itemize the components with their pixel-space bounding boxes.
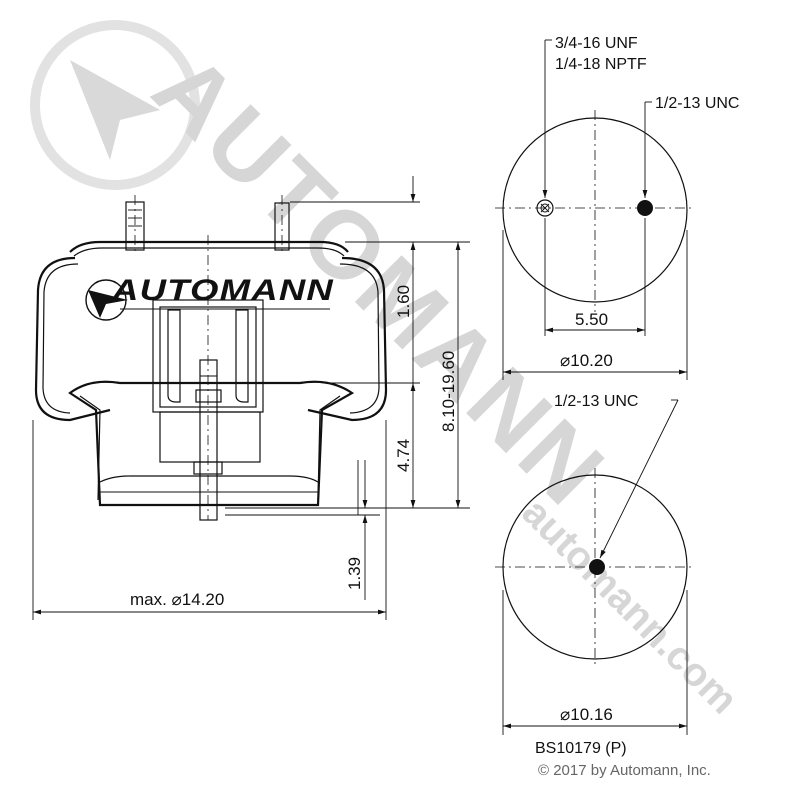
logo-brand: AUTOMANN [111,274,335,307]
bellows [34,256,111,422]
dim-bottom-diameter: ⌀10.16 [560,705,613,724]
top-view: 3/4-16 UNF 1/4-18 NPTF 1/2-13 UNC 5.50 ⌀… [495,35,739,380]
piston-base [159,411,261,463]
callout-stud-thread: 1/2-13 UNC [655,95,739,112]
bottom-view: 1/2-13 UNC ⌀10.16 BS10179 (P) [495,393,695,757]
bead-plate [69,240,349,253]
center-bolt [199,359,218,521]
automann-logo: AUTOMANN [85,274,335,321]
side-view-dimensions: 1.60 8.10-19.60 4.74 1.39 max. ⌀14.20 [32,176,470,620]
dim-piston-height: 4.74 [394,439,413,472]
watermark-logo-icon [70,60,160,160]
dim-height-range: 8.10-19.60 [439,351,458,432]
piston [68,380,355,507]
logo-arrow-icon [88,290,128,318]
watermark-url: automann.com [514,490,746,722]
dim-top-diameter: ⌀10.20 [560,351,613,370]
dim-stud-spacing: 5.50 [575,310,608,329]
copyright: © 2017 by Automann, Inc. [538,762,711,779]
callout-bottom-thread: 1/2-13 UNC [554,393,638,410]
part-number: BS10179 (P) [535,740,627,757]
center-thread-icon [589,559,605,575]
callout-fitting-line1: 3/4-16 UNF [555,35,638,52]
callout-fitting-line2: 1/4-18 NPTF [555,56,647,73]
watermark-circle [30,20,200,190]
dim-top-height: 1.60 [394,285,413,318]
side-view: AUTOMANN [34,195,388,521]
dim-bottom-height: 1.39 [345,557,364,590]
fitting-port-icon [536,199,554,217]
stud-hole-icon [637,200,653,216]
dim-max-diameter: max. ⌀14.20 [130,590,224,609]
